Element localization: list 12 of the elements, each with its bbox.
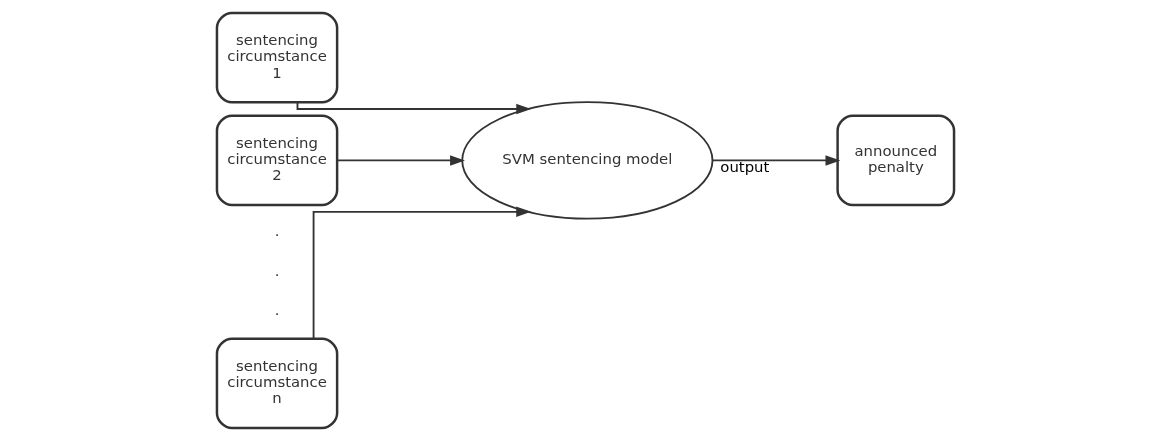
- arrow: [312, 206, 531, 340]
- node-box: announced penalty: [835, 114, 955, 207]
- label: .: [274, 261, 279, 280]
- node-box: sentencing circumstance 1: [215, 11, 338, 104]
- node-box: sentencing circumstance n: [215, 337, 338, 430]
- label: .: [274, 301, 279, 320]
- arrow: [711, 155, 840, 166]
- label: .: [274, 222, 279, 241]
- node-box: sentencing circumstance 2: [215, 114, 338, 207]
- arrow: [335, 155, 465, 166]
- arrow: [296, 101, 531, 115]
- edge-label: output: [719, 158, 769, 177]
